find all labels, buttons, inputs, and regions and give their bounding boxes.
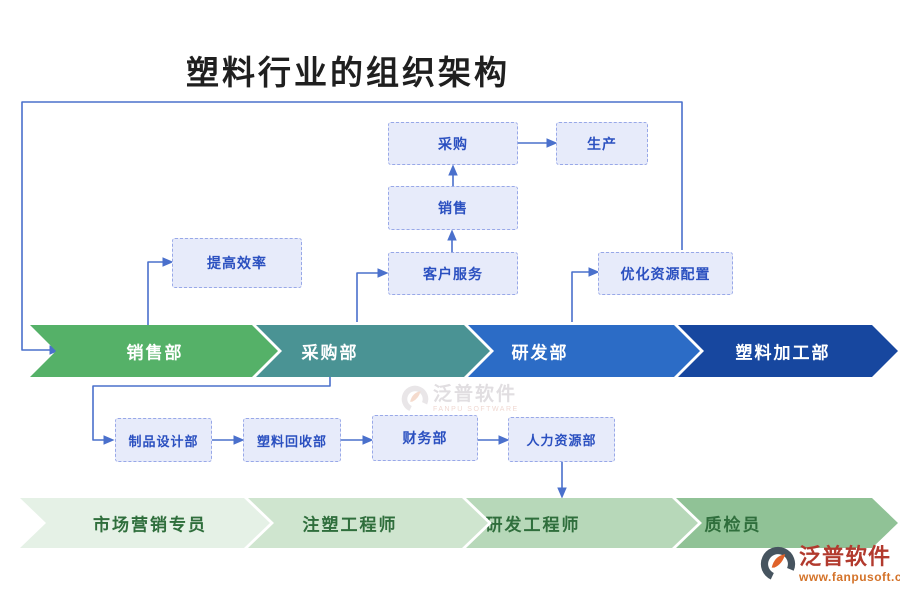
box-sales-label: 销售 bbox=[438, 200, 468, 216]
dept-band-plastics-processing: 塑料加工部 bbox=[678, 325, 898, 377]
box-improve-efficiency-label: 提高效率 bbox=[207, 255, 267, 271]
box-production: 生产 bbox=[556, 122, 648, 165]
role-band-marketing-specialist: 市场营销专员 bbox=[20, 498, 270, 548]
role-band-injection-engineer-label: 注塑工程师 bbox=[302, 515, 398, 535]
role-band-rnd-engineer: 研发工程师 bbox=[466, 498, 698, 548]
box-product-design: 制品设计部 bbox=[115, 418, 212, 462]
box-plastic-recycling: 塑料回收部 bbox=[243, 418, 341, 462]
box-optimize-resources-label: 优化资源配置 bbox=[620, 265, 711, 282]
role-band-marketing-specialist-label: 市场营销专员 bbox=[93, 515, 207, 535]
dept-band-sales: 销售部 bbox=[30, 325, 278, 377]
box-sales: 销售 bbox=[388, 186, 518, 230]
box-production-label: 生产 bbox=[587, 135, 617, 152]
fanpu-logo-icon bbox=[760, 546, 796, 587]
dept-band-rnd: 研发部 bbox=[468, 325, 700, 377]
role-band-rnd-engineer-label: 研发工程师 bbox=[485, 515, 581, 535]
watermark-corner-brand: 泛普软件 bbox=[799, 544, 892, 569]
role-band-injection-engineer: 注塑工程师 bbox=[248, 498, 488, 548]
role-band-quality-inspector: 质检员 bbox=[676, 498, 898, 548]
page-title: 塑料行业的组织架构 bbox=[186, 54, 510, 91]
watermark-corner: 泛普软件 www.fanpusoft.com bbox=[760, 546, 900, 587]
dept-band-procurement: 采购部 bbox=[256, 325, 490, 377]
box-procurement: 采购 bbox=[388, 122, 518, 165]
box-customer-service-label: 客户服务 bbox=[423, 265, 483, 282]
box-customer-service: 客户服务 bbox=[388, 252, 518, 295]
dept-band-procurement-label: 采购部 bbox=[301, 343, 359, 363]
box-optimize-resources: 优化资源配置 bbox=[598, 252, 733, 295]
box-product-design-label: 制品设计部 bbox=[128, 433, 199, 449]
connector-rnd-to-optimize bbox=[571, 267, 600, 322]
watermark-corner-url: www.fanpusoft.com bbox=[799, 570, 900, 584]
watermark-center-subtitle: FANPU SOFTWARE bbox=[433, 406, 519, 413]
connector-salesdept-to-efficiency bbox=[147, 257, 174, 325]
dept-band-rnd-label: 研发部 bbox=[511, 343, 569, 363]
role-band-quality-inspector-label: 质检员 bbox=[704, 515, 762, 535]
watermark-center: 泛普软件 FANPU SOFTWARE bbox=[401, 385, 519, 418]
connector-procurementdept-to-customerservice bbox=[356, 268, 389, 322]
box-finance: 财务部 bbox=[372, 415, 478, 461]
box-improve-efficiency: 提高效率 bbox=[172, 238, 302, 288]
fanpu-logo-icon bbox=[401, 385, 429, 418]
box-hr-label: 人力资源部 bbox=[526, 433, 597, 448]
dept-band-plastics-processing-label: 塑料加工部 bbox=[735, 343, 831, 363]
box-procurement-label: 采购 bbox=[438, 135, 468, 152]
watermark-center-brand: 泛普软件 bbox=[433, 384, 518, 405]
box-finance-label: 财务部 bbox=[402, 430, 448, 446]
dept-band-sales-label: 销售部 bbox=[126, 343, 184, 363]
box-hr: 人力资源部 bbox=[508, 417, 615, 462]
box-plastic-recycling-label: 塑料回收部 bbox=[256, 433, 327, 449]
